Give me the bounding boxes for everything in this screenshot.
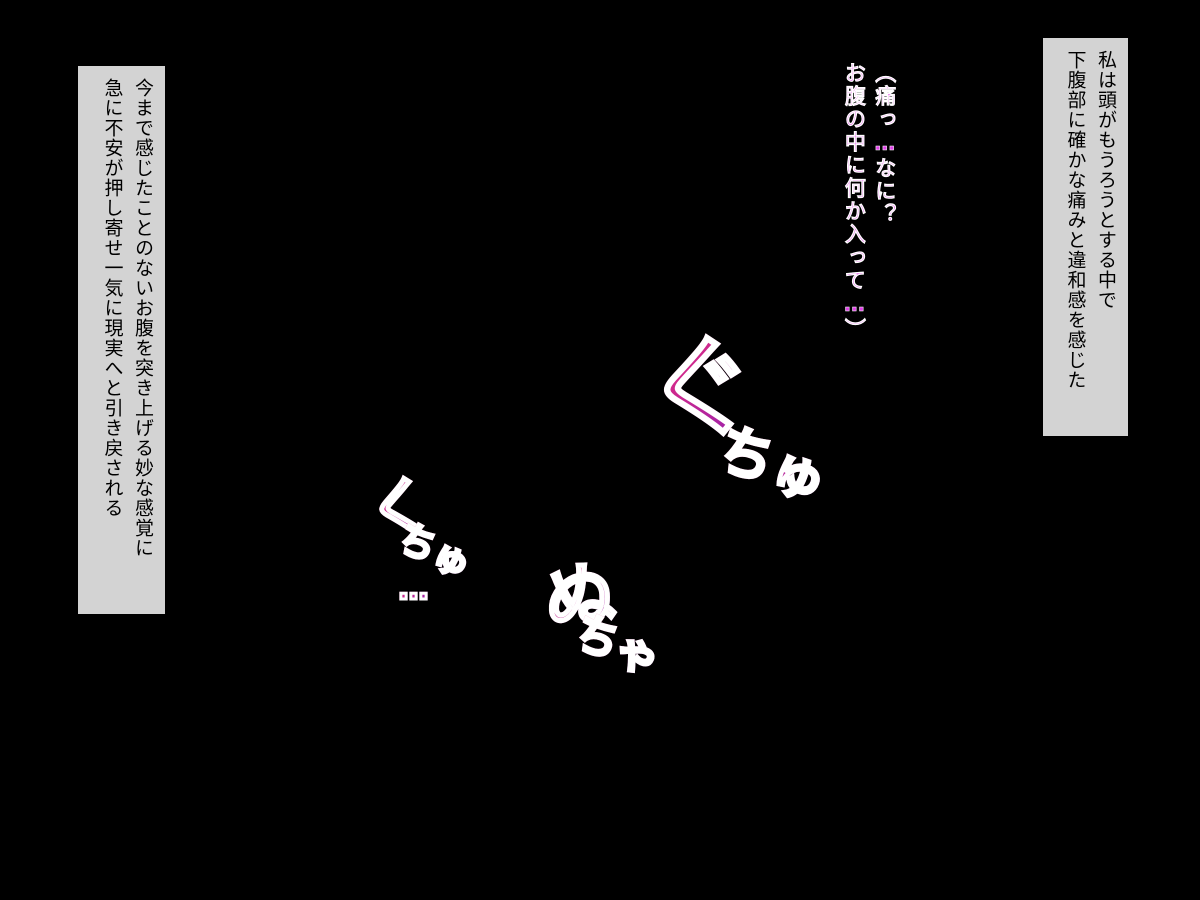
thought-line: （痛っ…なに？ — [872, 62, 897, 227]
narration-box-right: 私は頭がもうろうとする中で 下腹部に確かな痛みと違和感を感じた — [1043, 38, 1128, 436]
inner-thought-text: （痛っ…なに？ お腹の中に何か入って…） — [840, 62, 899, 342]
narration-line: 今まで感じたことのないお腹を突き上げる妙な感覚に — [132, 78, 154, 558]
narration-line: 私は頭がもうろうとする中で — [1095, 50, 1117, 310]
narration-line: 急に不安が押し寄せ一気に現実へと引き戻される — [101, 78, 124, 518]
narration-box-left: 今まで感じたことのないお腹を突き上げる妙な感覚に 急に不安が押し寄せ一気に現実へ… — [78, 66, 165, 614]
narration-line: 下腹部に確かな痛みと違和感を感じた — [1064, 50, 1087, 390]
sfx-kuchu-dots: … — [395, 571, 433, 609]
thought-line: お腹の中に何か入って…） — [842, 62, 867, 342]
